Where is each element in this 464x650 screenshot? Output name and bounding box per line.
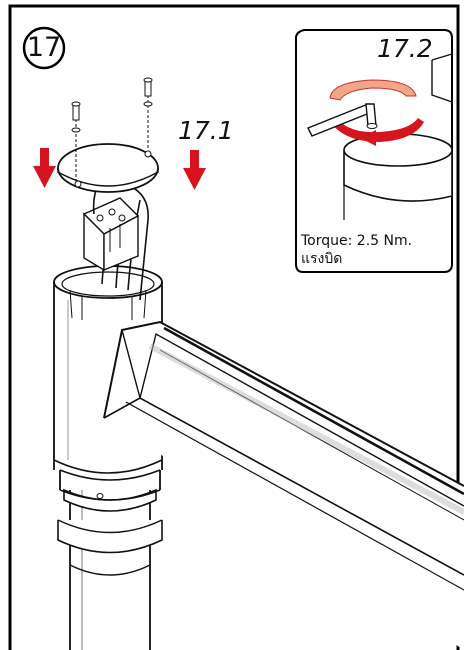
connector-block [82, 197, 140, 272]
step-number: 17 [26, 32, 62, 63]
down-arrow-icon [33, 148, 56, 188]
torque-label-thai: แรงบิด [301, 251, 343, 267]
down-arrow-icon [183, 150, 206, 190]
column-assembly [53, 77, 163, 650]
rotation-arrow-icon [329, 79, 424, 146]
detail-inset [295, 29, 453, 273]
sub-step-label-1: 17.1 [178, 116, 234, 145]
cover-plate [57, 143, 159, 193]
page-frame [8, 4, 460, 650]
torque-label: Torque: 2.5 Nm. [301, 233, 413, 249]
support-arm [103, 320, 464, 650]
step-number-circle [22, 26, 66, 70]
sub-step-label-2: 17.2 [377, 34, 433, 63]
hex-key-icon [307, 103, 378, 137]
screw-icon [71, 77, 153, 180]
torque-caption: Torque: 2.5 Nm. แรงบิด [301, 232, 412, 268]
